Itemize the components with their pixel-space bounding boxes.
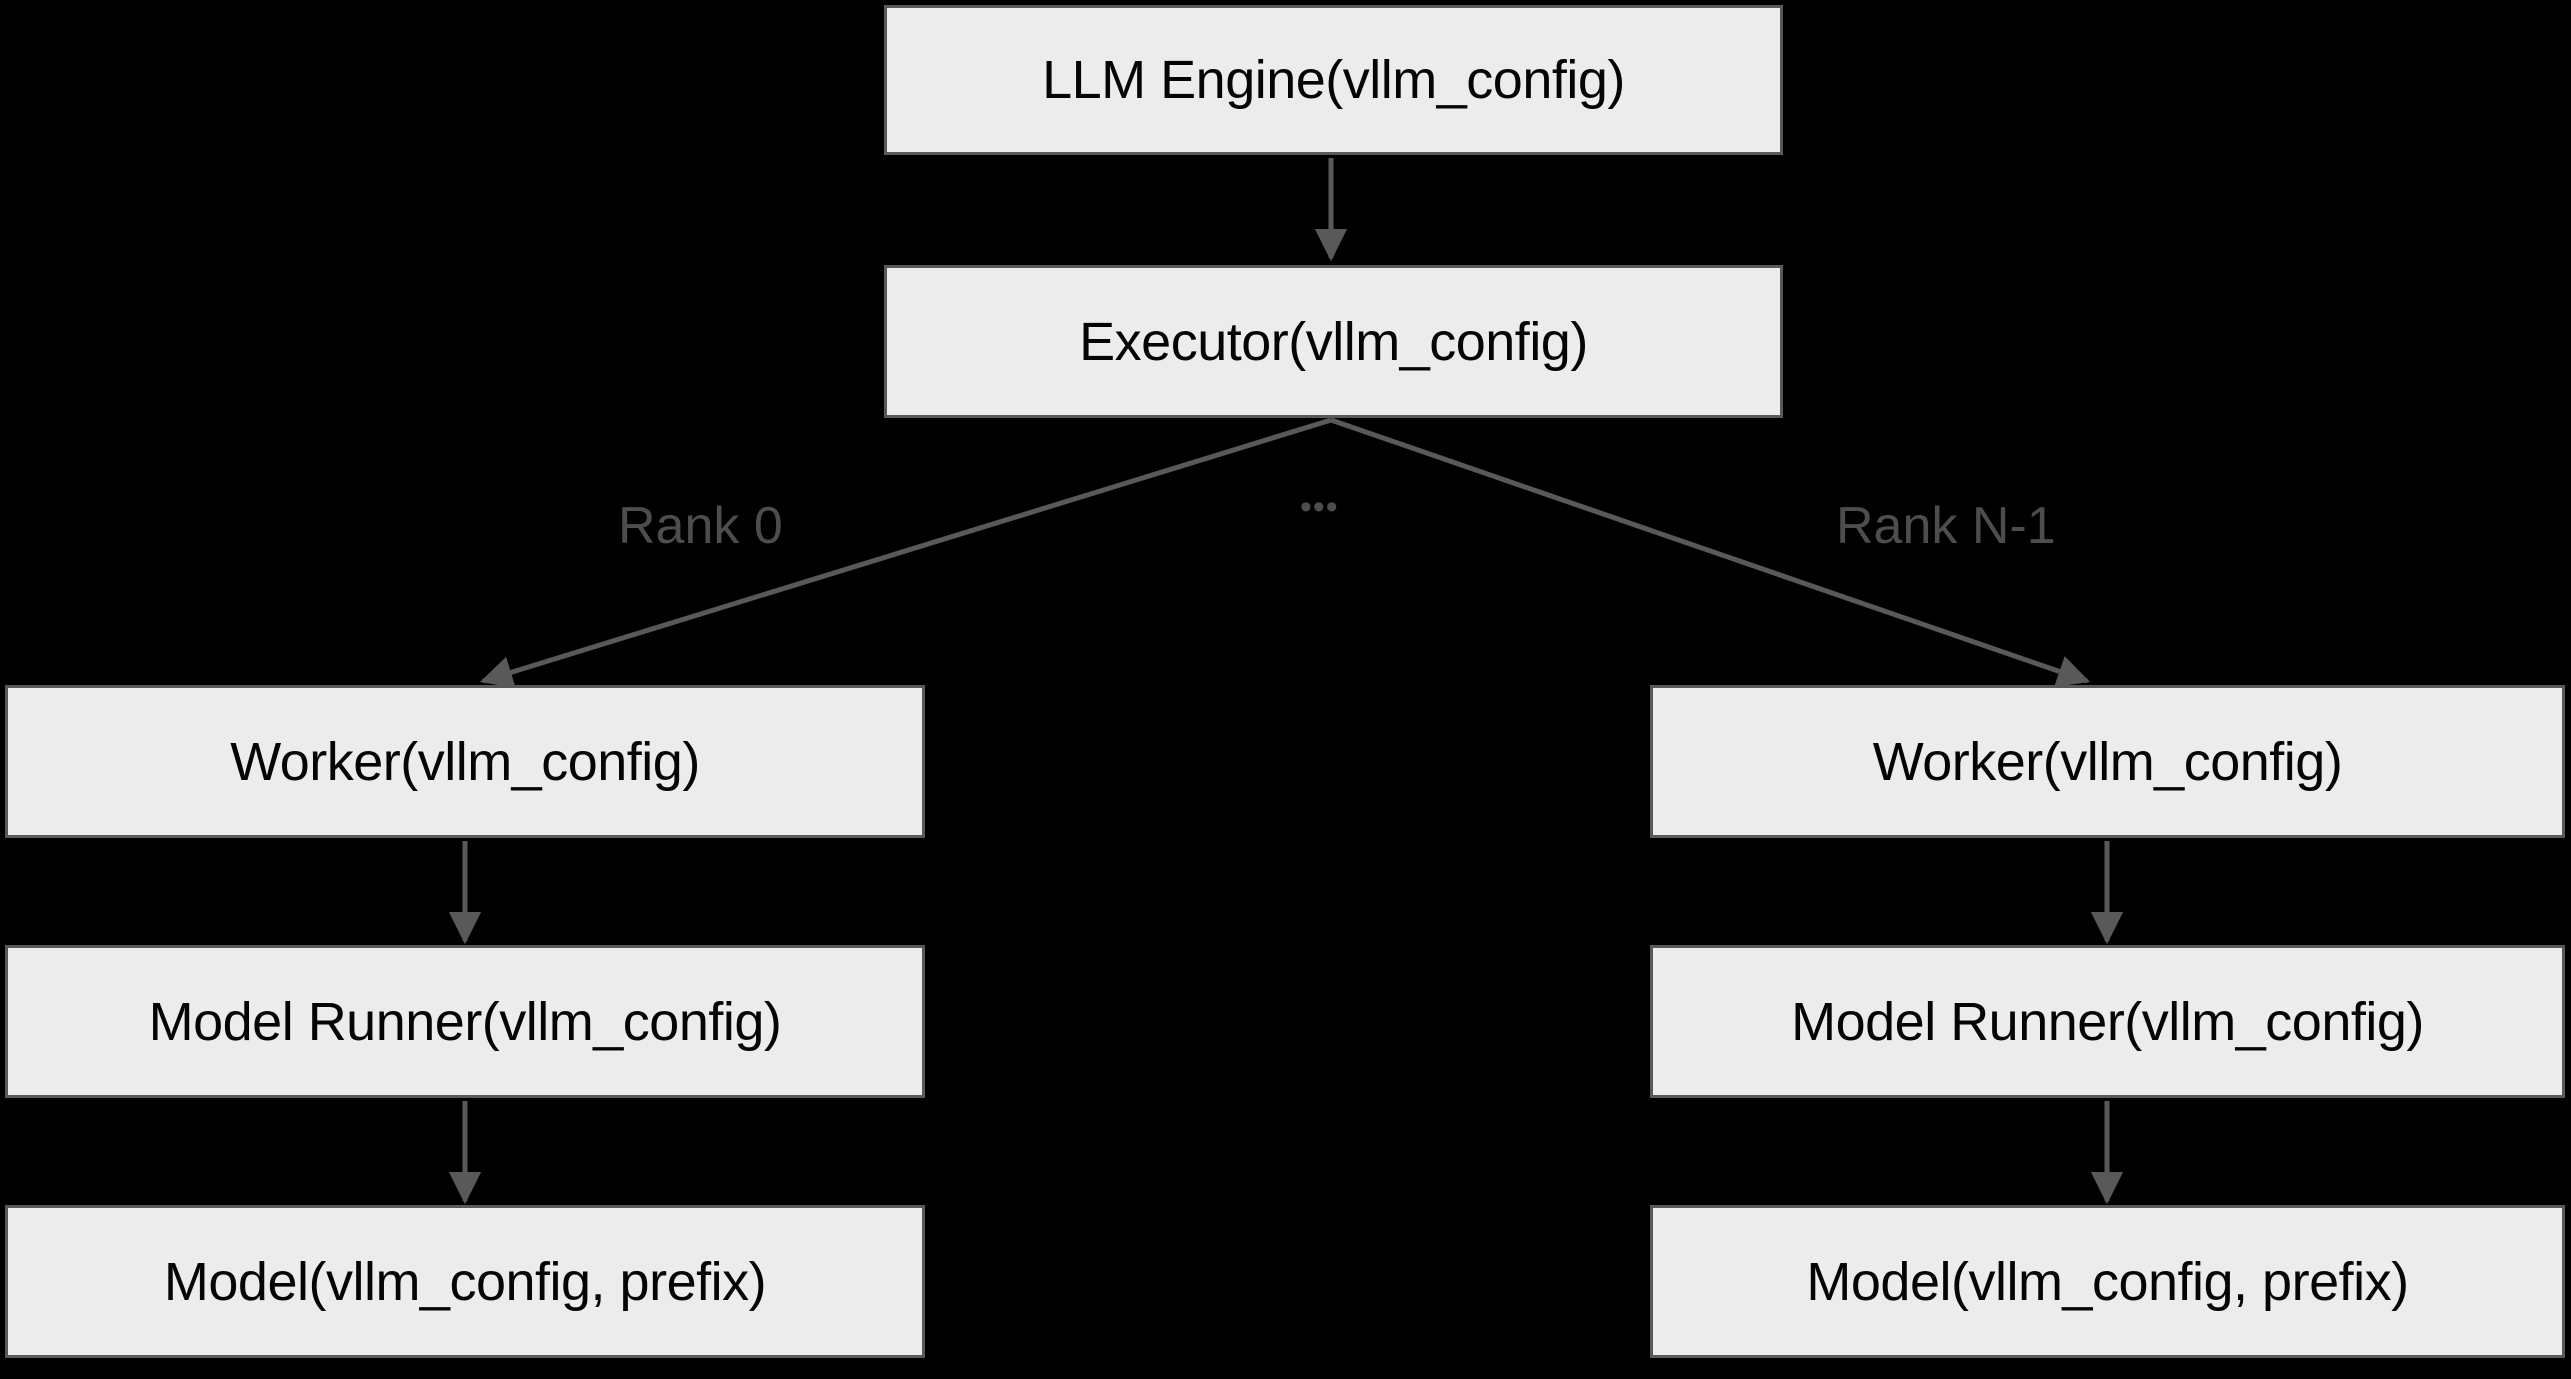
node-model-runner-rank0[interactable]: Model Runner(vllm_config) [5,945,925,1098]
edge-label-ellipsis: ••• [1300,488,1339,526]
edge-executor-to-worker-rank0 [479,417,1332,688]
node-worker-rank0[interactable]: Worker(vllm_config) [5,685,925,838]
node-executor[interactable]: Executor(vllm_config) [884,265,1783,418]
node-model-runner-rankn[interactable]: Model Runner(vllm_config) [1650,945,2565,1098]
edge-label-rank-n-minus-1: Rank N-1 [1836,497,2056,555]
node-model-rank0[interactable]: Model(vllm_config, prefix) [5,1205,925,1358]
edge-label-rank0: Rank 0 [618,497,783,555]
node-worker-rankn[interactable]: Worker(vllm_config) [1650,685,2565,838]
node-model-rankn[interactable]: Model(vllm_config, prefix) [1650,1205,2565,1358]
node-llm-engine[interactable]: LLM Engine(vllm_config) [884,5,1783,155]
